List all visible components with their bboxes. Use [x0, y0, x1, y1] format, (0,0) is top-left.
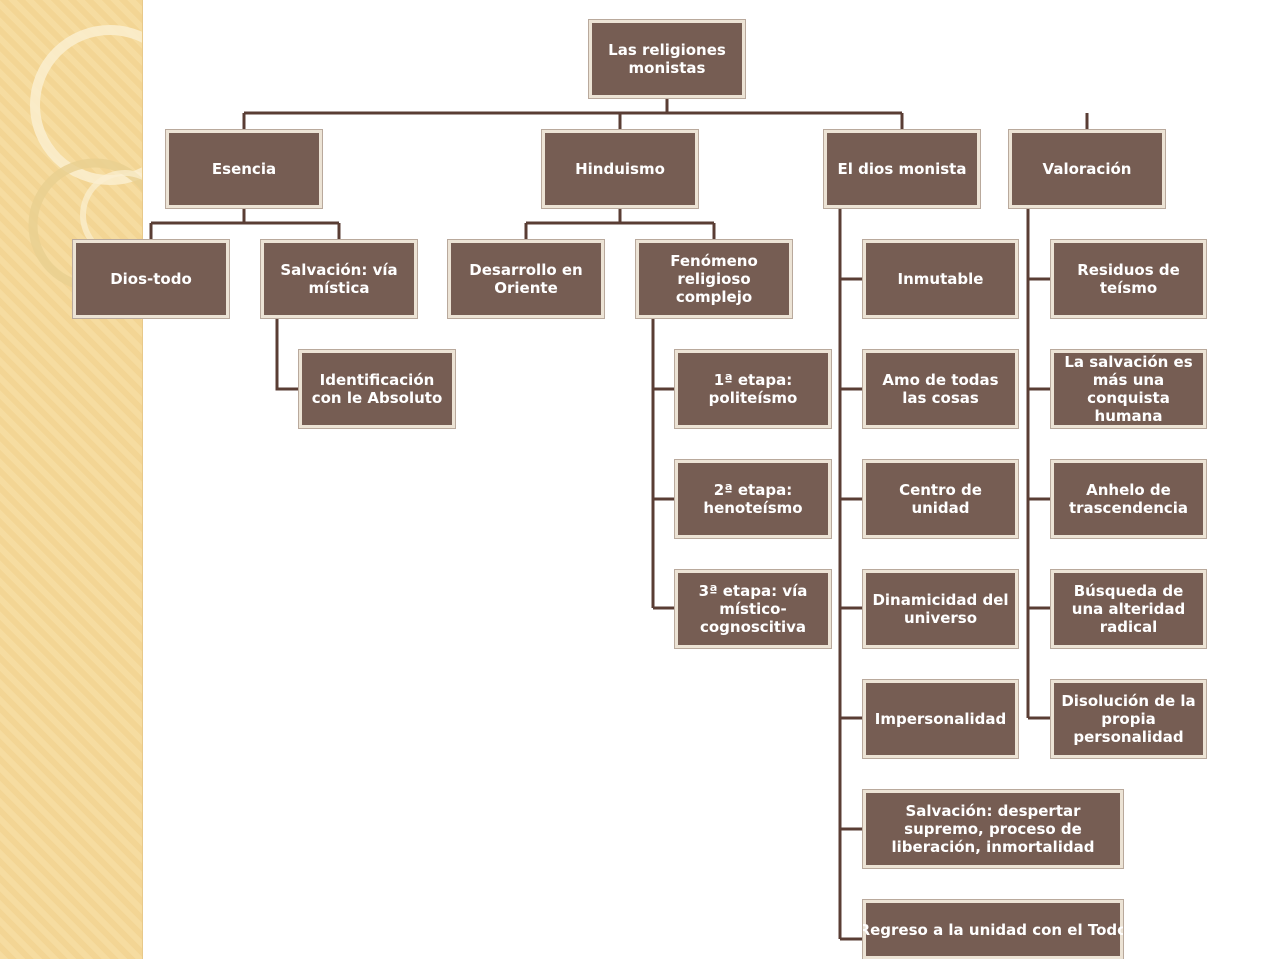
node-fenomeno-religioso: Fenómeno religioso complejo — [635, 239, 793, 319]
node-etapa-2: 2ª etapa: henoteísmo — [674, 459, 832, 539]
node-inmutable: Inmutable — [862, 239, 1019, 319]
root-node: Las religiones monistas — [588, 19, 746, 99]
node-salvacion-conquista: La salvación es más una conquista humana — [1050, 349, 1207, 429]
node-regreso-unidad: Regreso a la unidad con el Todo — [859, 899, 1127, 959]
node-salvacion-via-mistica: Salvación: vía mística — [260, 239, 418, 319]
node-residuos-teismo: Residuos de teísmo — [1050, 239, 1207, 319]
branch-valoracion: Valoración — [1008, 129, 1166, 209]
branch-esencia: Esencia — [165, 129, 323, 209]
branch-hinduismo: Hinduismo — [541, 129, 699, 209]
node-anhelo-trascendencia: Anhelo de trascendencia — [1050, 459, 1207, 539]
branch-dios-monista: El dios monista — [823, 129, 981, 209]
node-disolucion-personalidad: Disolución de la propia personalidad — [1050, 679, 1207, 759]
node-impersonalidad: Impersonalidad — [862, 679, 1019, 759]
node-etapa-1: 1ª etapa: politeísmo — [674, 349, 832, 429]
node-desarrollo-oriente: Desarrollo en Oriente — [447, 239, 605, 319]
node-dinamicidad-universo: Dinamicidad del universo — [862, 569, 1019, 649]
node-salvacion-despertar: Salvación: despertar supremo, proceso de… — [862, 789, 1124, 869]
node-etapa-3: 3ª etapa: vía místico-cognoscitiva — [674, 569, 832, 649]
node-centro-de-unidad: Centro de unidad — [862, 459, 1019, 539]
node-busqueda-alteridad: Búsqueda de una alteridad radical — [1050, 569, 1207, 649]
node-amo-de-todas-las-cosas: Amo de todas las cosas — [862, 349, 1019, 429]
node-dios-todo: Dios-todo — [72, 239, 230, 319]
node-identificacion-absoluto: Identificación con le Absoluto — [298, 349, 456, 429]
